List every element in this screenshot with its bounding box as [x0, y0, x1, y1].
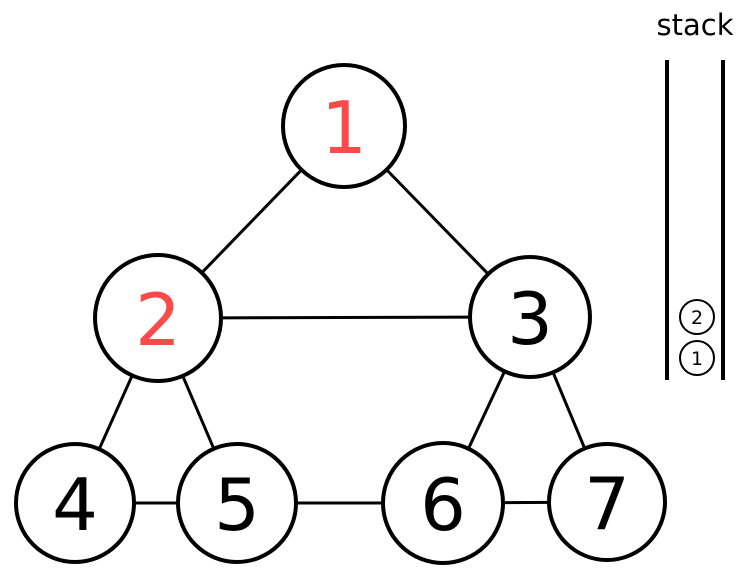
graph-node-6[interactable]: 6 — [381, 441, 505, 565]
graph-edge-2-5 — [180, 374, 216, 451]
stack-panel: stack 2 1 — [657, 8, 734, 380]
stack-title: stack — [657, 8, 734, 42]
stack-item-circle-1[interactable] — [679, 340, 715, 376]
node-label-6: 6 — [420, 463, 466, 547]
node-circle-4[interactable] — [14, 442, 136, 564]
graph-edge-2-3 — [219, 315, 472, 320]
node-circle-1[interactable] — [281, 63, 407, 189]
node-circle-5[interactable] — [176, 442, 298, 564]
graph-edge-3-7 — [551, 370, 587, 450]
node-circle-6[interactable] — [381, 441, 505, 565]
node-label-3: 3 — [507, 277, 553, 361]
graph-edge-1-3 — [384, 167, 490, 276]
graph-nodes: 1 2 3 4 5 6 7 — [14, 63, 667, 565]
graph-edge-3-6 — [466, 369, 507, 451]
graph-edge-1-2 — [200, 168, 304, 275]
graph-node-5[interactable]: 5 — [176, 442, 298, 564]
graph-node-7[interactable]: 7 — [547, 442, 667, 562]
node-label-4: 4 — [52, 463, 98, 547]
node-label-2: 2 — [135, 278, 181, 362]
stack-item-2[interactable]: 2 — [679, 299, 715, 335]
node-circle-3[interactable] — [468, 255, 592, 379]
stack-item-1[interactable]: 1 — [679, 340, 715, 376]
node-circle-2[interactable] — [93, 253, 223, 383]
node-circle-7[interactable] — [547, 442, 667, 562]
graph-edges — [97, 167, 587, 505]
stack-item-circle-2[interactable] — [679, 299, 715, 335]
stack-item-label-2: 2 — [691, 307, 703, 329]
graph-node-1[interactable]: 1 — [281, 63, 407, 189]
stack-item-label-1: 1 — [691, 348, 703, 370]
graph-node-3[interactable]: 3 — [468, 255, 592, 379]
graph-edge-2-4 — [97, 373, 134, 451]
node-label-5: 5 — [214, 463, 260, 547]
graph-node-2[interactable]: 2 — [93, 253, 223, 383]
node-label-7: 7 — [584, 462, 630, 546]
node-label-1: 1 — [321, 86, 367, 170]
graph-node-4[interactable]: 4 — [14, 442, 136, 564]
